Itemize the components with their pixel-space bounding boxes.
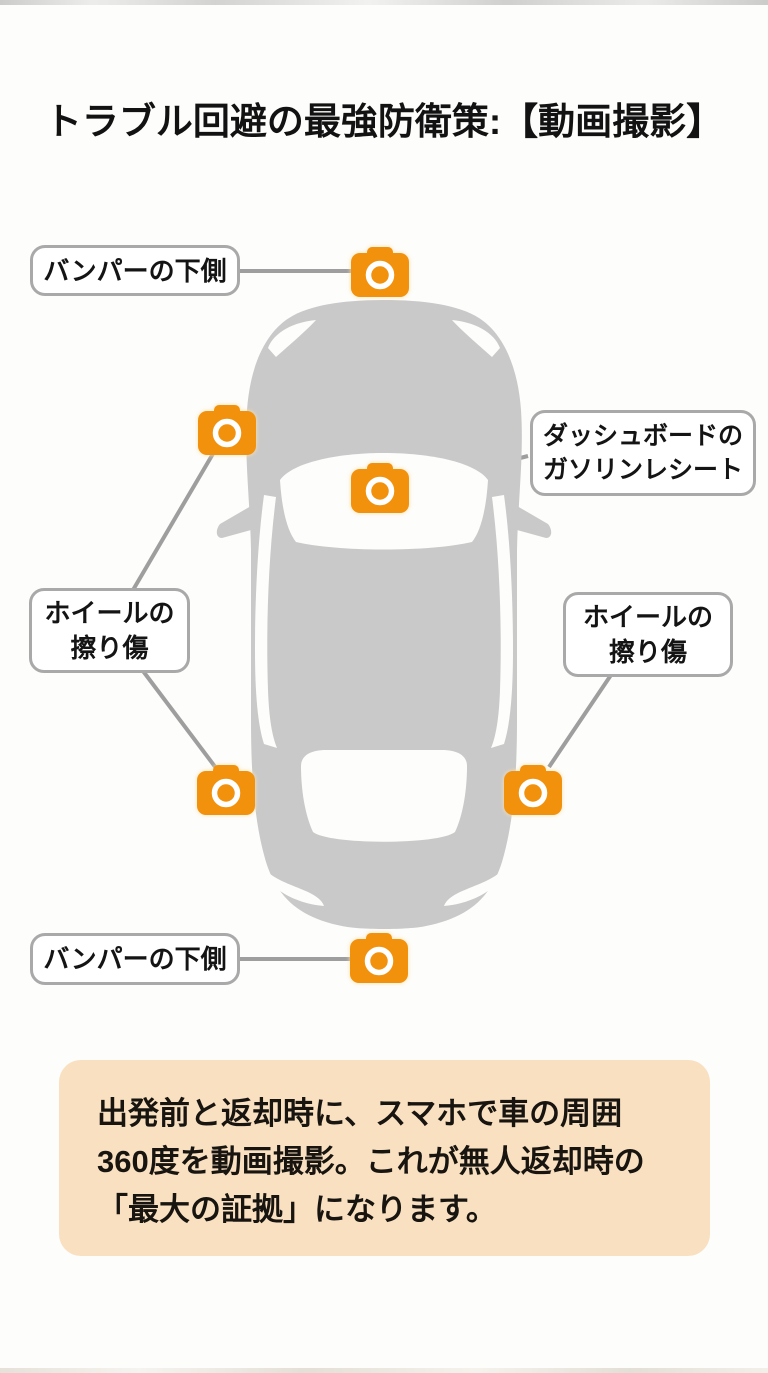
label-dashboard-gas-receipt: ダッシュボードの ガソリンレシート [530,410,756,496]
label-wheel-scratches-left: ホイールの 擦り傷 [29,588,190,673]
page-title: トラブル回避の最強防衛策:【動画撮影】 [44,101,724,142]
connector-line [547,673,613,769]
connector-line [141,669,218,770]
camera-marker-rear-bumper [349,932,409,984]
connector-line [131,450,216,592]
left-taillight [264,872,324,906]
camera-marker-front-left-wheel [197,404,257,456]
note-box: 出発前と返却時に、スマホで車の周囲 360度を動画撮影。これが無人返却時の 「最… [59,1060,710,1256]
camera-icon [351,247,409,297]
camera-icon [198,405,256,455]
right-side-window [491,495,513,748]
camera-icon [350,933,408,983]
label-wheel-scratches-right: ホイールの 擦り傷 [563,592,733,677]
left-headlight [268,320,316,357]
rear-window [301,750,467,842]
camera-marker-rear-right-wheel [503,764,563,816]
left-side-mirror [216,506,251,538]
camera-marker-front-bumper [350,246,410,298]
camera-marker-rear-left-wheel [196,764,256,816]
note-line: 出発前と返却時に、スマホで車の周囲 [97,1096,623,1131]
label-text: ホイールの [44,597,175,628]
right-headlight [452,320,500,357]
label-text: バンパーの下側 [43,944,227,974]
right-side-mirror [517,506,552,538]
label-text: ガソリンレシート [542,456,743,484]
car-top-view [216,300,552,929]
label-front-bumper-underside: バンパーの下側 [30,245,240,296]
left-side-window [255,495,277,748]
note-line: 「最大の証拠」になります。 [97,1192,497,1227]
label-text: 擦り傷 [70,632,149,663]
connector-lines [131,269,613,961]
label-text: 擦り傷 [608,636,687,667]
label-text: バンパーの下側 [43,255,227,286]
label-rear-bumper-underside: バンパーの下側 [30,933,240,985]
camera-icon [197,765,255,815]
label-text: ホイールの [582,601,713,632]
note-line: 360度を動画撮影。これが無人返却時の [97,1144,645,1179]
camera-icon [504,765,562,815]
right-taillight [444,872,504,906]
camera-marker-dashboard [350,462,410,514]
label-text: ダッシュボードの [542,422,743,450]
camera-icon [351,463,409,513]
